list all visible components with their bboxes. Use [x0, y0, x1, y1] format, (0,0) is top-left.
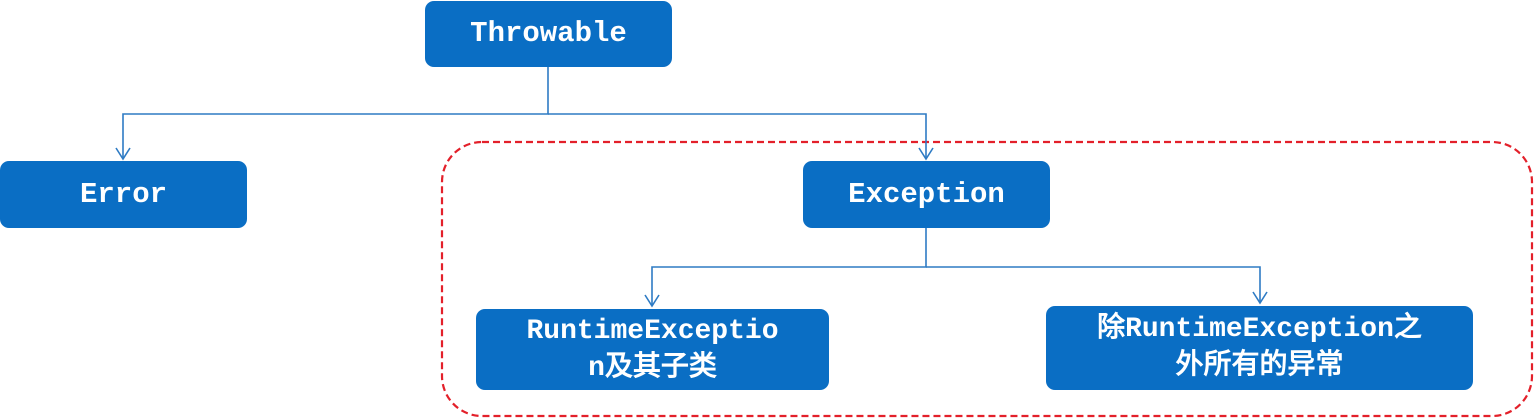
throwable-label: Throwable: [470, 17, 627, 50]
arrowhead-runtime: [644, 294, 660, 308]
non-runtime-exception-label: 除RuntimeException之 外所有的异常: [1097, 314, 1422, 382]
highlight-region: [440, 140, 1534, 418]
non-runtime-exception-node[interactable]: 除RuntimeException之 外所有的异常: [1046, 306, 1473, 390]
error-node[interactable]: Error: [0, 161, 247, 228]
connector-throwable-exception: [548, 113, 927, 159]
connector-exception-runtime: [651, 228, 927, 306]
exception-node[interactable]: Exception: [803, 161, 1050, 228]
throwable-node[interactable]: Throwable: [425, 1, 672, 67]
runtime-exception-label: RuntimeExceptio n及其子类: [526, 315, 779, 384]
arrowhead-exception: [918, 147, 934, 161]
error-label: Error: [79, 177, 167, 211]
connector-exception-other: [926, 266, 1261, 303]
connector-exception-children: [644, 228, 1268, 308]
arrowhead-error: [115, 147, 131, 161]
arrowhead-other: [1252, 291, 1268, 305]
connector-throwable-error: [122, 67, 549, 159]
runtime-exception-node[interactable]: RuntimeExceptio n及其子类: [476, 309, 829, 390]
connector-throwable-children: [115, 67, 934, 161]
exception-label: Exception: [848, 177, 1005, 211]
